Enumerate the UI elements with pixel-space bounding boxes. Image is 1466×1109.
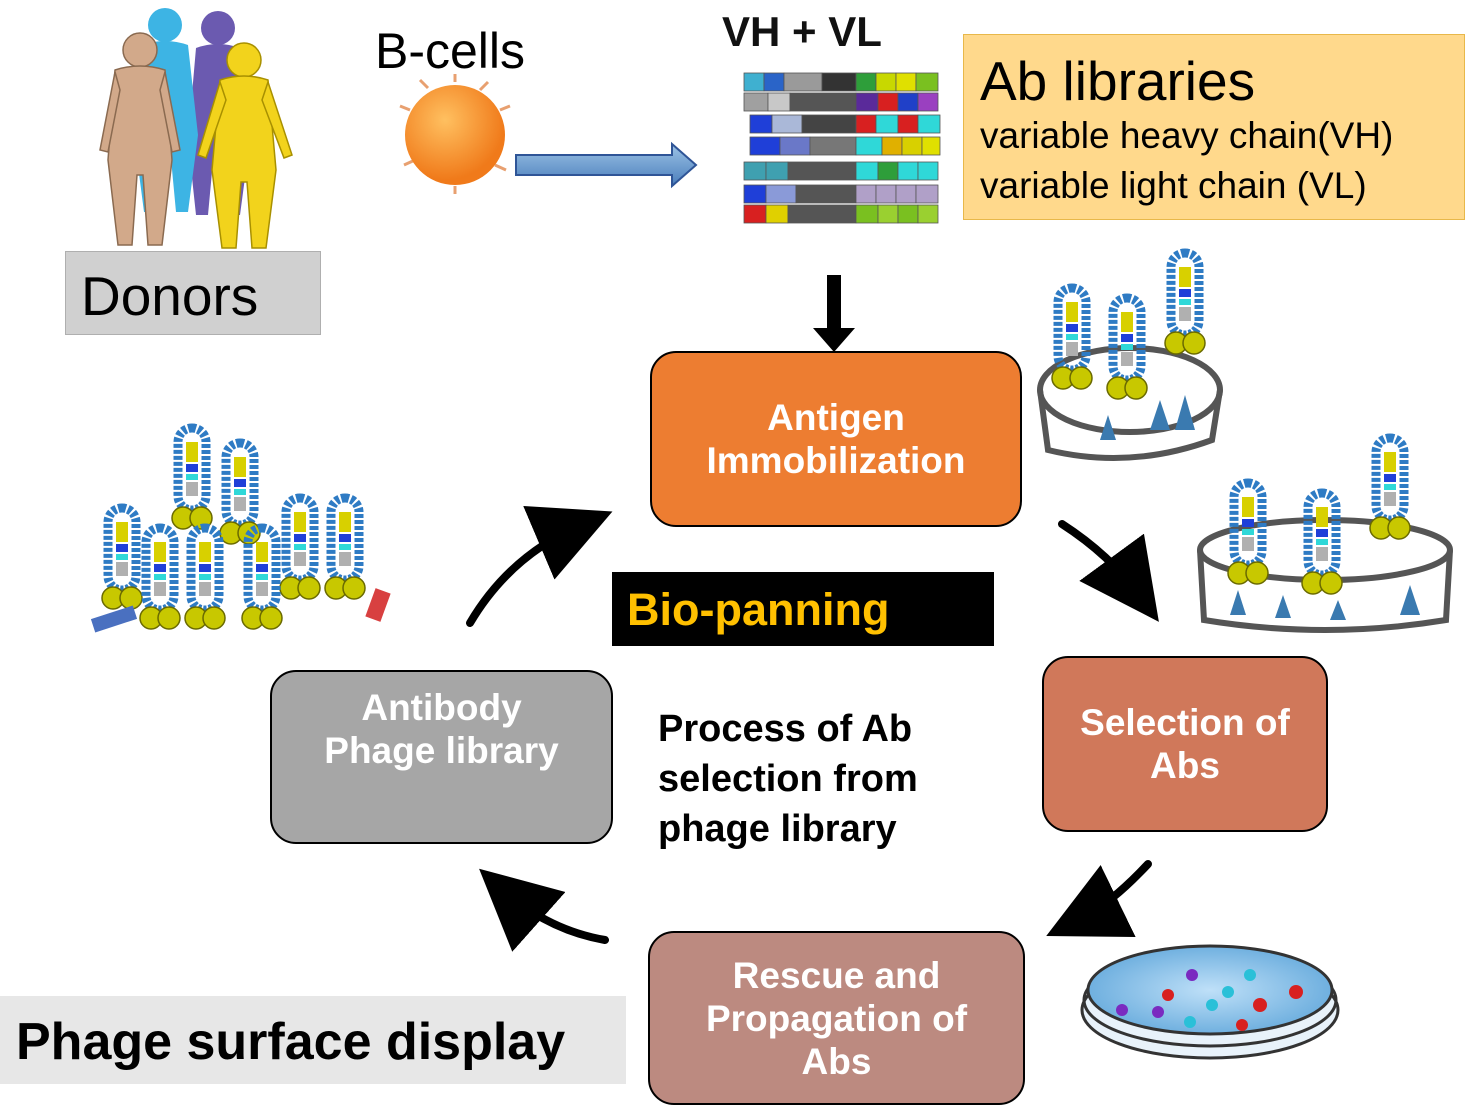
arrow-library-to-antigen	[466, 505, 613, 627]
phage-plate-top	[1037, 253, 1223, 461]
arrow-antigen-to-selection	[1058, 520, 1159, 622]
selection-line-2: Abs	[1150, 745, 1220, 786]
selection-line-1: Selection of	[1080, 702, 1290, 743]
arrow-rescue-to-library	[479, 868, 609, 952]
process-description: Process of Ab selection from phage libra…	[658, 704, 918, 854]
selection-of-abs-box: Selection of Abs	[1042, 656, 1328, 832]
rescue-line-2: Propagation of	[705, 997, 968, 1039]
ab-libraries-title: Ab libraries	[980, 50, 1256, 112]
ab-libraries-vl: variable light chain (VL)	[980, 165, 1367, 206]
donors-box: Donors	[65, 251, 321, 335]
blue-arrow	[515, 141, 698, 189]
ab-libraries-box: Ab libraries variable heavy chain(VH) va…	[963, 34, 1465, 220]
bio-panning-box: Bio-panning	[612, 572, 994, 646]
antibody-phage-library-box: Antibody Phage library	[270, 670, 613, 844]
antigen-line-1: Antigen	[767, 397, 905, 438]
vh-vl-label: VH + VL	[722, 8, 882, 55]
arrow-selection-to-rescue	[1046, 860, 1152, 937]
phage-cluster-left	[90, 428, 391, 632]
petri-dish	[1080, 944, 1340, 1060]
antigen-immobilization-box: Antigen Immobilization	[650, 351, 1022, 527]
process-line-1: Process of Ab	[658, 708, 913, 750]
rescue-propagation-box: Rescue and Propagation of Abs	[648, 931, 1025, 1105]
phage-surface-display-label: Phage surface display	[16, 1013, 566, 1071]
vh-vl-gene-blocks	[743, 72, 941, 224]
ab-libraries-vh: variable heavy chain(VH)	[980, 115, 1394, 156]
library-line-1: Antibody	[361, 687, 522, 728]
b-cell-graphic	[399, 74, 511, 194]
donors-label: Donors	[81, 265, 259, 327]
rescue-line-3: Abs	[801, 1040, 872, 1082]
phage-surface-display-box: Phage surface display	[0, 996, 626, 1084]
phage-plate-selection	[1197, 438, 1453, 633]
cycle-arrows	[466, 505, 1159, 952]
b-cells-label: B-cells	[375, 23, 526, 79]
rescue-line-1: Rescue and	[732, 954, 941, 996]
down-arrow	[813, 275, 855, 352]
process-line-2: selection from	[658, 758, 918, 800]
bio-panning-label: Bio-panning	[627, 584, 890, 635]
process-line-3: phage library	[658, 808, 897, 850]
library-line-2: Phage library	[324, 730, 559, 771]
antigen-line-2: Immobilization	[706, 440, 966, 481]
donors-figures	[99, 8, 293, 249]
